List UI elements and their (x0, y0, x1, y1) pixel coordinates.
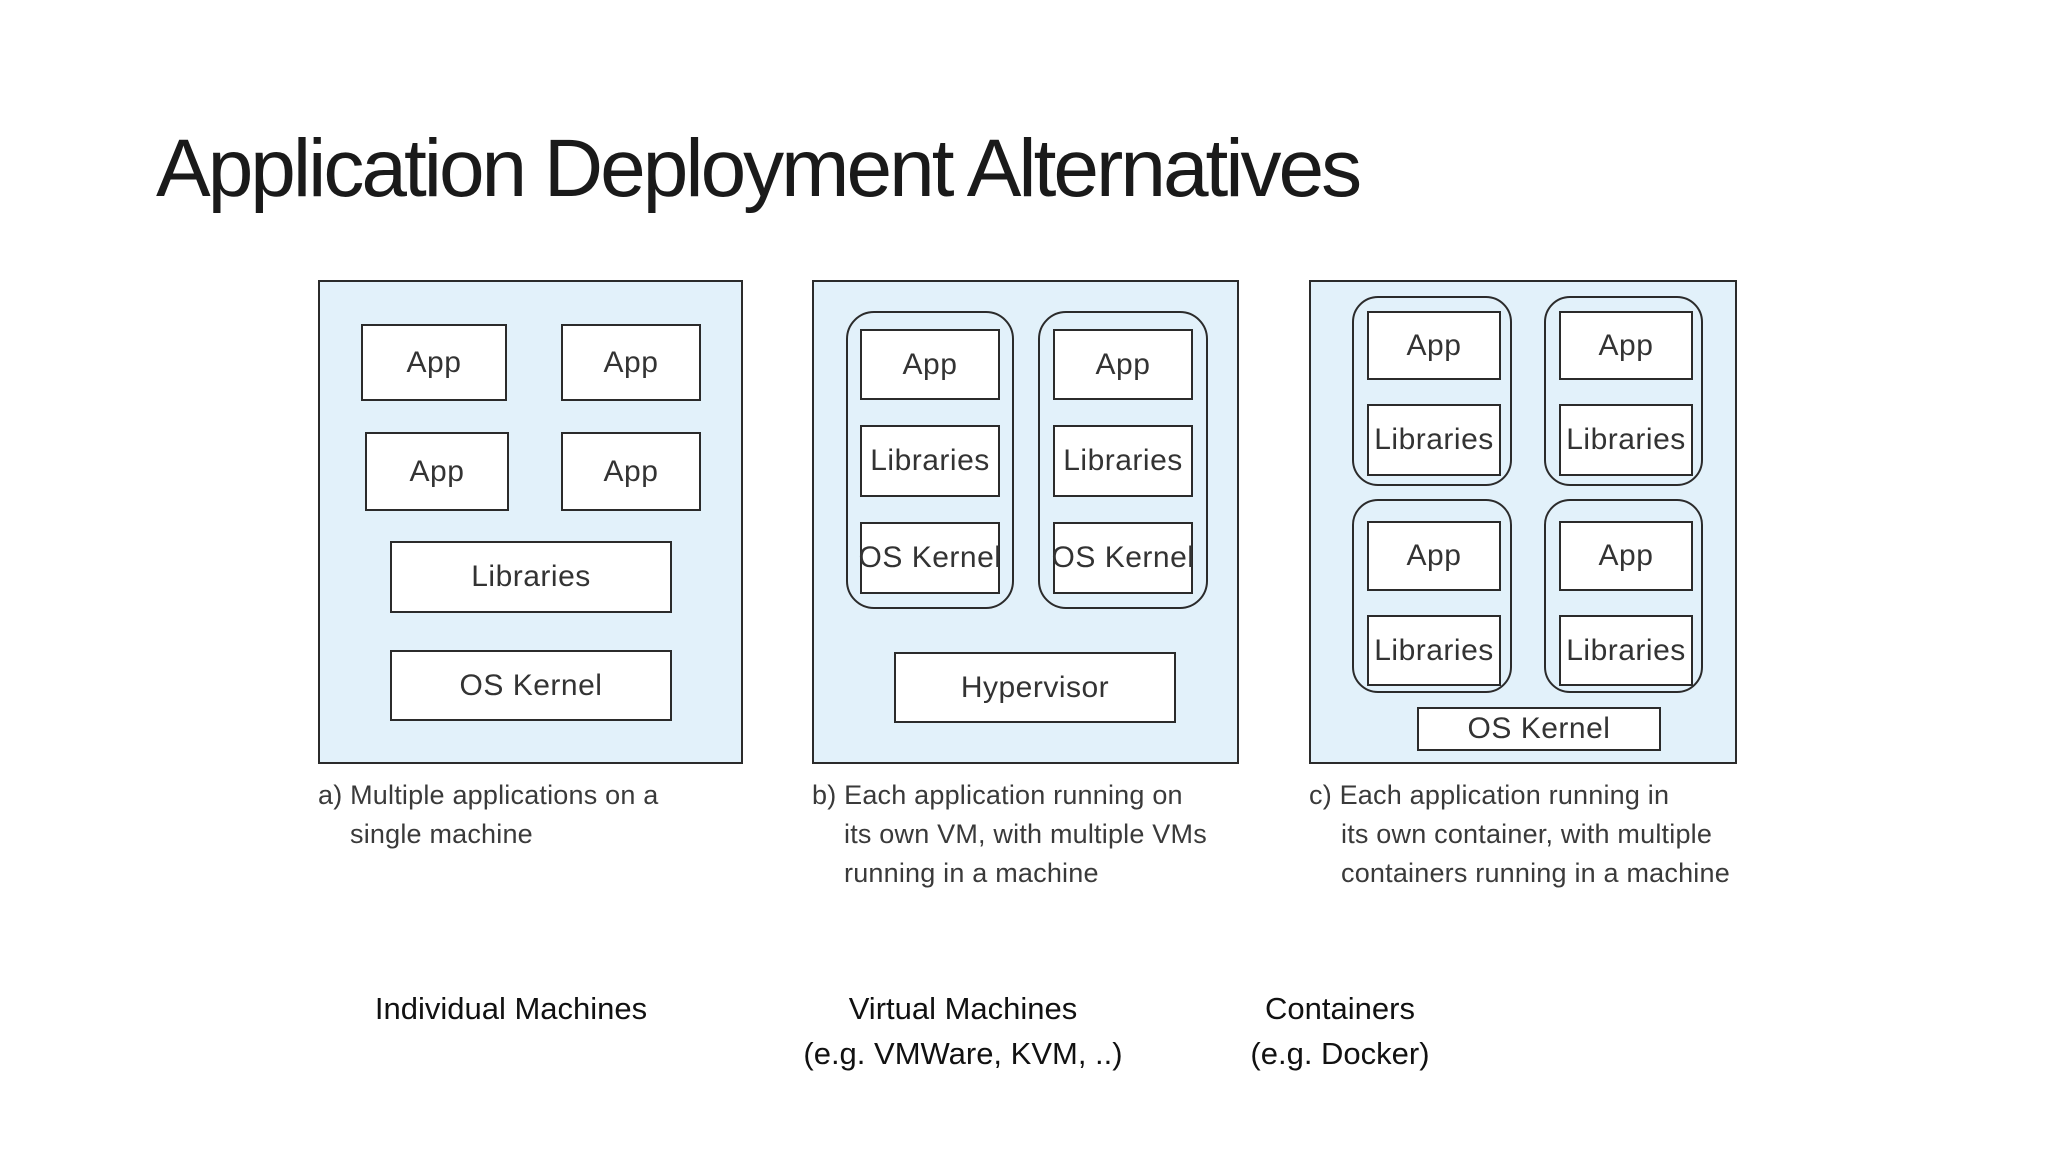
libraries-box: Libraries (1367, 615, 1501, 686)
footer-line: (e.g. VMWare, KVM, ..) (803, 1036, 1123, 1071)
os-kernel-box: OS Kernel (1052, 522, 1194, 594)
app-box: App (1559, 311, 1693, 380)
hypervisor-box: Hypervisor (894, 652, 1176, 723)
panel-individual-machines: App App App App Libraries OS Kernel (318, 280, 743, 764)
caption-line: b) Each application running on (812, 780, 1183, 810)
app-box: App (1367, 521, 1501, 591)
caption-b: b) Each application running on its own V… (812, 776, 1207, 893)
container-group: App Libraries (1352, 499, 1512, 693)
app-box: App (561, 432, 701, 511)
caption-line: its own container, with multiple (1341, 819, 1713, 849)
page-title: Application Deployment Alternatives (156, 123, 1362, 214)
app-box: App (561, 324, 701, 401)
footer-containers: Containers (e.g. Docker) (1140, 986, 1540, 1076)
panel-containers: App Libraries App Libraries App Librarie… (1309, 280, 1737, 764)
app-box: App (365, 432, 509, 511)
os-kernel-box: OS Kernel (1417, 707, 1661, 751)
footer-line: Virtual Machines (848, 991, 1078, 1026)
caption-line: containers running in a machine (1341, 858, 1730, 888)
vm-group: App Libraries OS Kernel (1038, 311, 1208, 609)
libraries-box: Libraries (1559, 404, 1693, 476)
container-group: App Libraries (1544, 499, 1703, 693)
container-group: App Libraries (1352, 296, 1512, 486)
caption-line: running in a machine (844, 858, 1099, 888)
caption-a: a) Multiple applications on a single mac… (318, 776, 659, 854)
app-box: App (1053, 329, 1193, 400)
footer-virtual-machines: Virtual Machines (e.g. VMWare, KVM, ..) (763, 986, 1163, 1076)
app-box: App (361, 324, 507, 401)
libraries-box: Libraries (390, 541, 672, 613)
app-box: App (1367, 311, 1501, 380)
os-kernel-box: OS Kernel (390, 650, 672, 721)
libraries-box: Libraries (1367, 404, 1501, 476)
container-group: App Libraries (1544, 296, 1703, 486)
caption-line: c) Each application running in (1309, 780, 1670, 810)
caption-line: single machine (350, 819, 533, 849)
app-box: App (860, 329, 1000, 400)
vm-group: App Libraries OS Kernel (846, 311, 1014, 609)
libraries-box: Libraries (1559, 615, 1693, 686)
app-box: App (1559, 521, 1693, 591)
libraries-box: Libraries (1053, 425, 1193, 497)
libraries-box: Libraries (860, 425, 1000, 497)
footer-line: Individual Machines (374, 991, 648, 1026)
footer-individual-machines: Individual Machines (311, 986, 711, 1031)
footer-line: (e.g. Docker) (1250, 1036, 1430, 1071)
caption-line: a) Multiple applications on a (318, 780, 659, 810)
caption-line: its own VM, with multiple VMs (844, 819, 1207, 849)
panel-virtual-machines: App Libraries OS Kernel App Libraries OS… (812, 280, 1239, 764)
os-kernel-box: OS Kernel (859, 522, 1001, 594)
footer-line: Containers (1265, 991, 1415, 1026)
caption-c: c) Each application running in its own c… (1309, 776, 1730, 893)
